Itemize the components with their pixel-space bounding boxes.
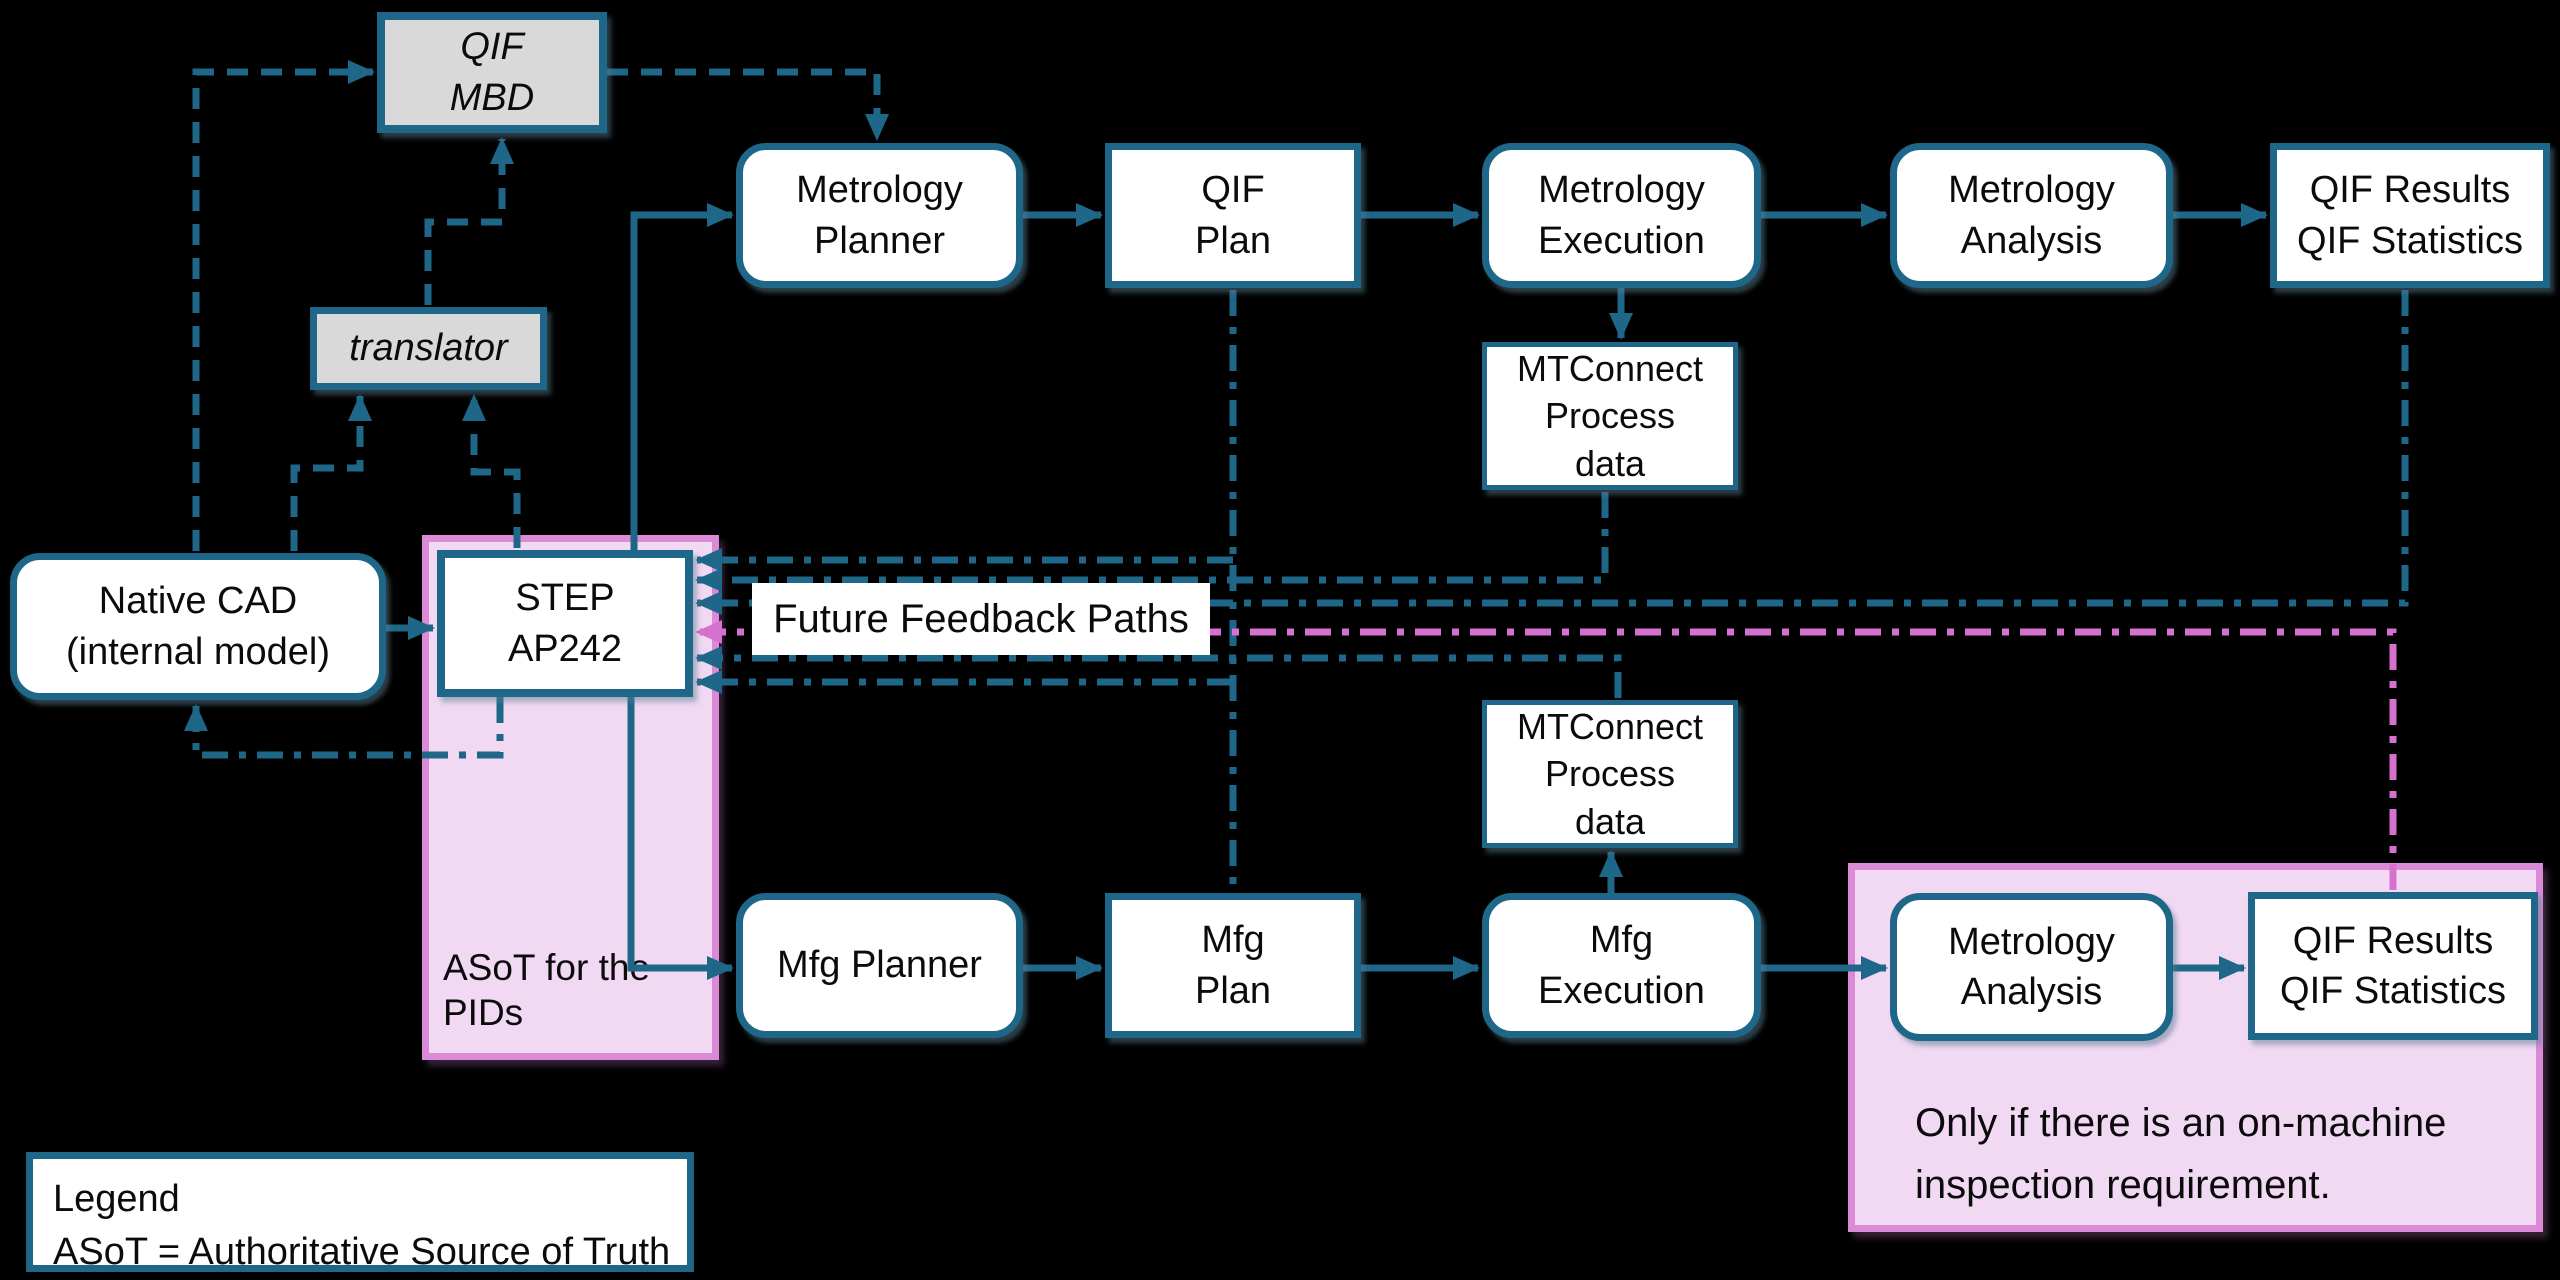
legend-title: Legend [53, 1178, 180, 1220]
node-qif-plan: QIF Plan [1105, 143, 1361, 288]
node-mtconnect-top: MTConnect Process data [1482, 342, 1738, 490]
edge-translator-qifmbd [424, 137, 514, 305]
future-feedback-paths-label: Future Feedback Paths [752, 583, 1210, 655]
node-native-cad: Native CAD (internal model) [10, 553, 386, 700]
node-translator: translator [310, 307, 547, 390]
node-metrology-planner: Metrology Planner [736, 143, 1023, 288]
node-metrology-execution: Metrology Execution [1482, 143, 1761, 288]
node-qif-results-onmachine: QIF Results QIF Statistics [2248, 892, 2538, 1040]
node-metrology-analysis-onmachine: Metrology Analysis [1890, 893, 2173, 1041]
legend-box: Legend ASoT = Authoritative Source of Tr… [26, 1152, 694, 1273]
edge-step-metrologyplanner [630, 203, 734, 552]
node-mtconnect-bottom: MTConnect Process data [1482, 700, 1738, 848]
edge-step-translator [462, 394, 521, 548]
edge-nativecad-translator [290, 394, 372, 551]
node-mfg-plan: Mfg Plan [1105, 893, 1361, 1038]
node-qif-mbd: QIF MBD [377, 12, 607, 133]
region-asot-label: ASoT for the PIDs [443, 947, 651, 1033]
node-qif-results: QIF Results QIF Statistics [2270, 143, 2550, 288]
node-mfg-planner: Mfg Planner [736, 893, 1023, 1038]
node-step-ap242: STEP AP242 [437, 550, 693, 697]
edge-feedback-mtconnectbottom-step [695, 646, 1622, 698]
node-metrology-analysis: Metrology Analysis [1890, 143, 2173, 288]
on-machine-note: Only if there is an on-machine inspectio… [1915, 1101, 2447, 1207]
edge-feedback-mtconnecttop-step [695, 492, 1609, 592]
legend-entry: ASoT = Authoritative Source of Truth [53, 1231, 671, 1274]
edge-qifmbd-metplanner [607, 68, 889, 141]
node-mfg-execution: Mfg Execution [1482, 893, 1761, 1038]
